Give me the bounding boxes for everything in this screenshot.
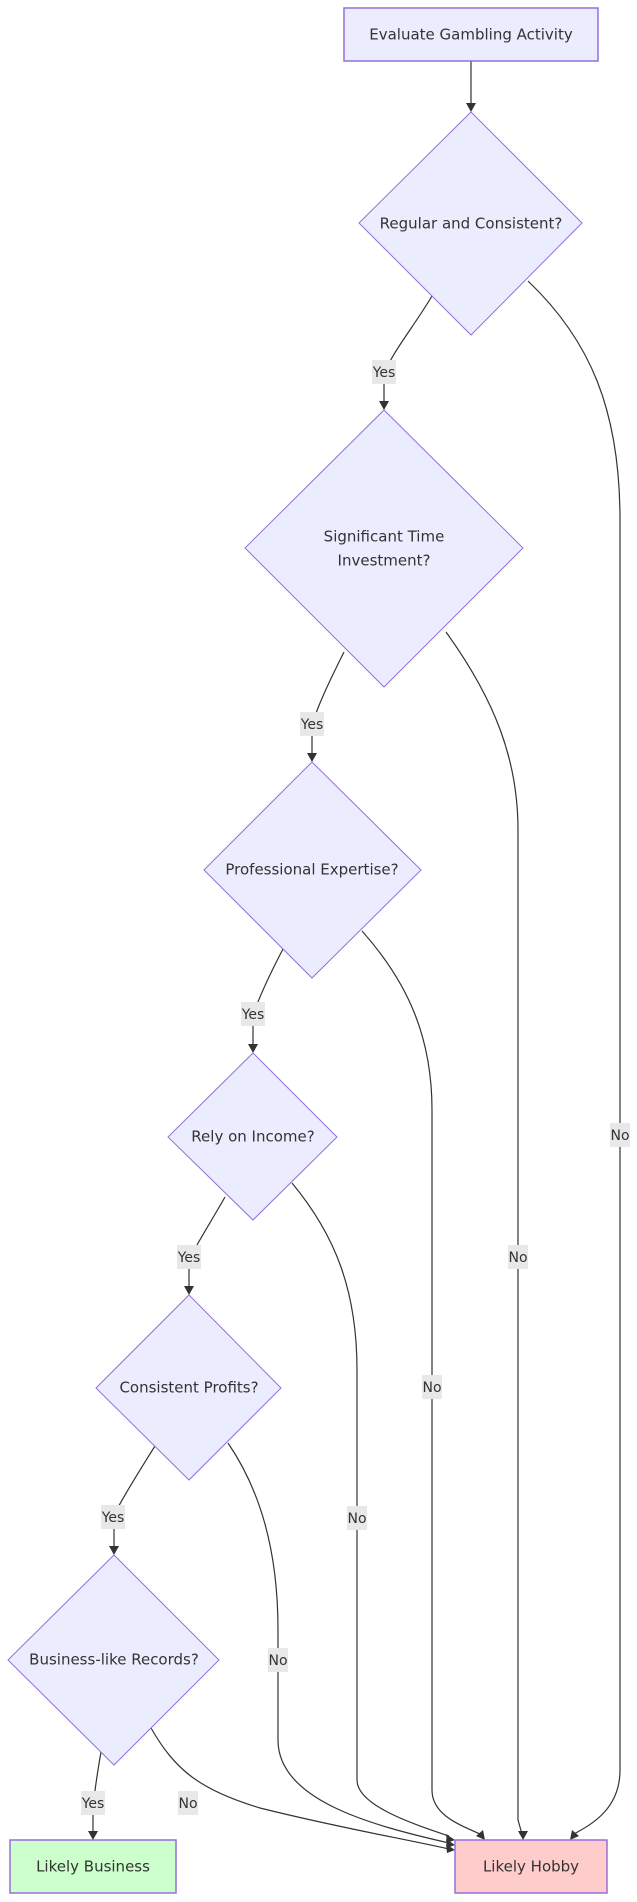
edge-label-text: No: [178, 1796, 197, 1812]
edge-label-text: Yes: [300, 717, 324, 733]
arrowhead-icon: [248, 1044, 258, 1053]
node-q6-diamond: [7, 1554, 220, 1766]
node-start-label: Evaluate Gambling Activity: [369, 26, 573, 44]
node-q1[interactable]: Regular and Consistent?: [358, 111, 583, 336]
edge-q1-to-hobby: [527, 280, 621, 1835]
arrowhead-icon: [446, 1844, 455, 1853]
edge-q3-to-hobby: [361, 930, 481, 1835]
node-business[interactable]: Likely Business: [9, 1839, 177, 1894]
node-q5-diamond: [95, 1294, 282, 1481]
node-q3-label: Professional Expertise?: [225, 861, 398, 879]
edge-label-text: Yes: [81, 1796, 105, 1812]
arrowhead-icon: [307, 753, 317, 762]
arrowhead-icon: [570, 1830, 579, 1840]
edge-label-background: [300, 712, 324, 736]
edge-q6-to-hobby: [150, 1727, 450, 1850]
node-start-box: [343, 7, 599, 62]
edge-label-text: Yes: [241, 1007, 265, 1023]
edge-q3-to-q4: [252, 948, 284, 1047]
node-start[interactable]: Evaluate Gambling Activity: [343, 7, 599, 62]
edge-label-text: Yes: [177, 1250, 201, 1266]
edge-label-background: [347, 1506, 367, 1530]
arrowhead-icon: [88, 1831, 98, 1840]
edge-label-text: No: [422, 1380, 441, 1396]
edge-label-text: No: [508, 1250, 527, 1266]
node-hobby[interactable]: Likely Hobby: [454, 1839, 608, 1894]
node-q2-label-line2: Investment?: [338, 552, 431, 570]
edge-label-q6-yes: Yes: [81, 1791, 105, 1815]
arrowhead-icon: [466, 103, 476, 112]
edges-layer: [88, 61, 621, 1853]
edge-label-q4-no: No: [347, 1506, 367, 1530]
arrowhead-icon: [518, 1831, 528, 1840]
edge-label-background: [372, 360, 396, 384]
edge-q5-to-q6: [113, 1445, 156, 1549]
edge-label-background: [610, 1123, 630, 1147]
edge-label-text: Yes: [372, 365, 396, 381]
arrowhead-icon: [184, 1286, 194, 1295]
arrowhead-icon: [109, 1546, 119, 1555]
edge-label-background: [508, 1245, 528, 1269]
node-hobby-box: [454, 1839, 608, 1894]
node-q6-label: Business-like Records?: [29, 1651, 199, 1669]
edge-label-q2-yes: Yes: [300, 712, 324, 736]
edge-q4-to-q5: [188, 1196, 226, 1289]
edge-label-q1-no: No: [610, 1123, 630, 1147]
edge-label-background: [178, 1791, 198, 1815]
edge-label-q6-no: No: [178, 1791, 198, 1815]
node-hobby-label: Likely Hobby: [483, 1858, 579, 1876]
node-business-box: [9, 1839, 177, 1894]
edge-label-q5-yes: Yes: [101, 1505, 125, 1529]
node-q6[interactable]: Business-like Records?: [7, 1554, 220, 1766]
edge-q1-to-q2: [383, 295, 433, 404]
node-q4-label: Rely on Income?: [191, 1128, 314, 1146]
edge-label-background: [241, 1002, 265, 1026]
edge-q2-to-q3: [311, 651, 345, 756]
node-q3[interactable]: Professional Expertise?: [203, 761, 422, 979]
edge-label-background: [101, 1505, 125, 1529]
node-q2-label-line1: Significant Time: [324, 528, 445, 546]
edge-label-q3-no: No: [422, 1375, 442, 1399]
edge-label-q4-yes: Yes: [177, 1245, 201, 1269]
node-q1-diamond: [358, 111, 583, 336]
edge-label-text: No: [610, 1128, 629, 1144]
edge-q4-to-hobby: [291, 1182, 450, 1837]
edge-q2-to-hobby: [445, 631, 523, 1835]
edge-label-background: [177, 1245, 201, 1269]
edge-label-q2-no: No: [508, 1245, 528, 1269]
node-q4[interactable]: Rely on Income?: [167, 1052, 338, 1221]
node-q1-label: Regular and Consistent?: [380, 215, 563, 233]
edge-label-text: No: [268, 1653, 287, 1669]
node-q3-diamond: [203, 761, 422, 979]
arrowhead-icon: [379, 401, 389, 410]
node-business-label: Likely Business: [36, 1858, 150, 1876]
edge-label-background: [81, 1791, 105, 1815]
edge-label-background: [268, 1648, 288, 1672]
edge-label-q3-yes: Yes: [241, 1002, 265, 1026]
edge-label-text: Yes: [101, 1510, 125, 1526]
arrowhead-icon: [476, 1830, 485, 1840]
edge-label-q1-yes: Yes: [372, 360, 396, 384]
node-q2[interactable]: Significant Time Investment?: [244, 409, 524, 688]
edge-label-background: [422, 1375, 442, 1399]
edge-label-q5-no: No: [268, 1648, 288, 1672]
edge-q5-to-hobby: [227, 1442, 450, 1844]
nodes-layer: Evaluate Gambling Activity Regular and C…: [7, 7, 608, 1894]
edge-label-text: No: [347, 1511, 366, 1527]
node-q5[interactable]: Consistent Profits?: [95, 1294, 282, 1481]
node-q5-label: Consistent Profits?: [119, 1379, 258, 1397]
node-q2-diamond: [244, 409, 524, 688]
node-q4-diamond: [167, 1052, 338, 1221]
